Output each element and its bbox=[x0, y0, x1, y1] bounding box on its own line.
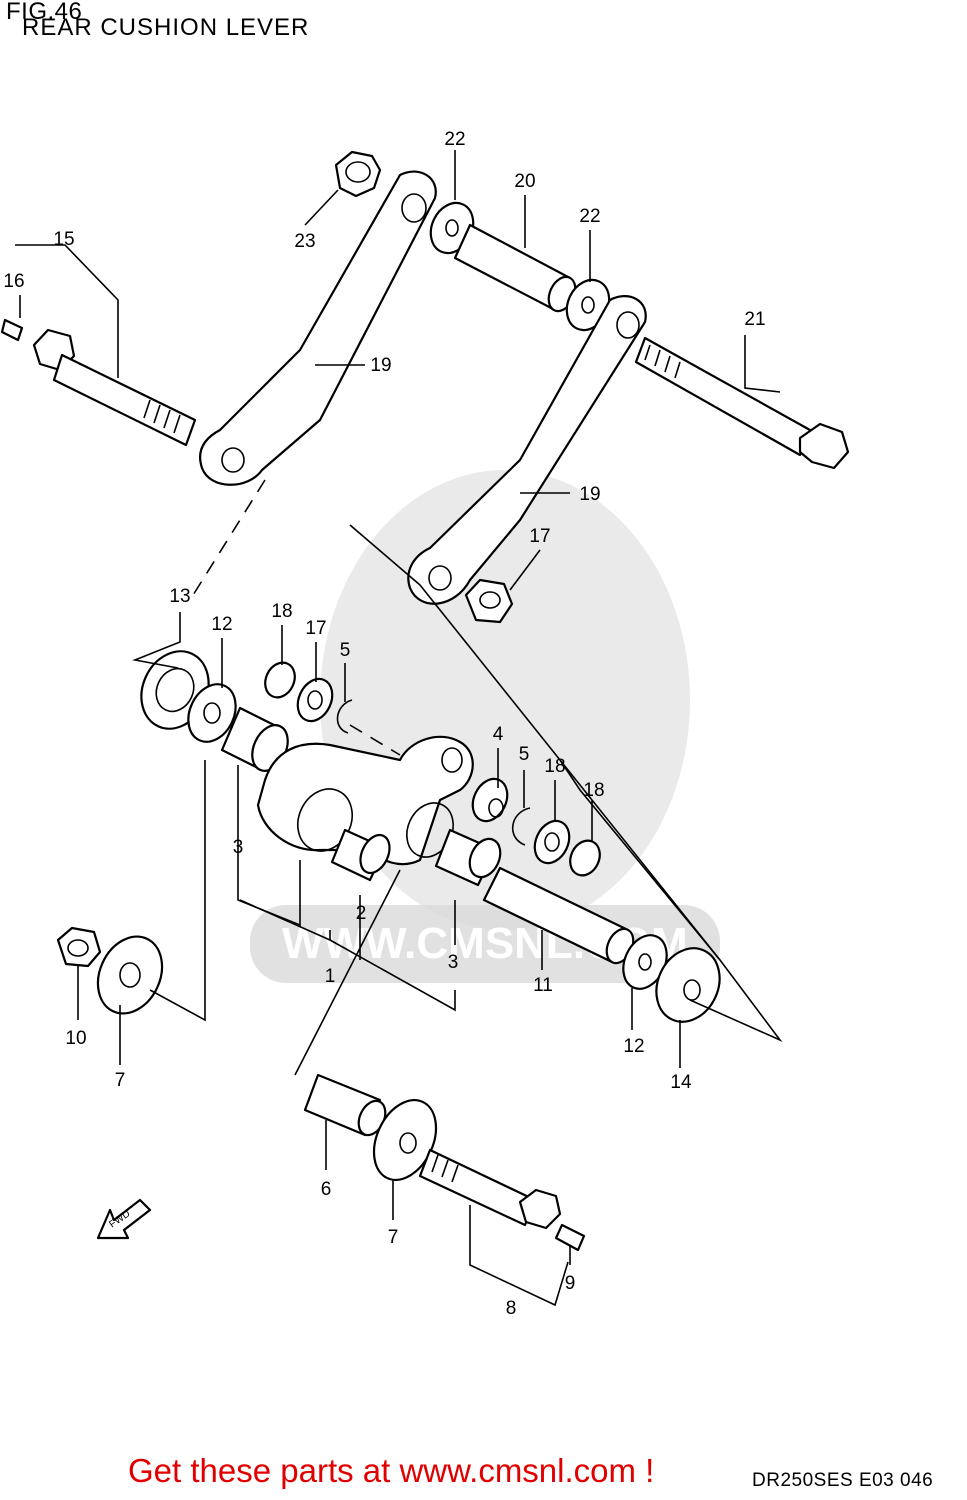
callout-23: 23 bbox=[294, 231, 315, 252]
callout-11: 11 bbox=[533, 975, 553, 996]
part-19-lower-rod bbox=[407, 295, 647, 605]
part-3-bearing-left bbox=[220, 706, 289, 772]
fwd-arrow-icon: FWD bbox=[96, 1198, 152, 1240]
callout-12a: 12 bbox=[211, 614, 232, 635]
part-14-bolt bbox=[32, 328, 197, 447]
callout-5b: 5 bbox=[519, 744, 530, 765]
callout-5a: 5 bbox=[340, 640, 351, 661]
callout-22b: 22 bbox=[579, 206, 600, 227]
callout-18b: 18 bbox=[583, 780, 604, 801]
part-12-washer-right bbox=[622, 934, 668, 990]
part-16-nut bbox=[464, 578, 514, 624]
callout-15: 16 bbox=[3, 271, 24, 292]
part-12-washer-left bbox=[187, 683, 237, 743]
callout-4: 4 bbox=[493, 724, 504, 745]
part-3-bearing-right bbox=[434, 828, 502, 887]
diagram-code: DR250SES E03 046 bbox=[752, 1470, 934, 1491]
callout-18a: 18 bbox=[271, 601, 292, 622]
callout-6: 6 bbox=[321, 1179, 332, 1200]
callout-21: 21 bbox=[744, 309, 765, 330]
callout-7a: 7 bbox=[115, 1070, 126, 1091]
callout-13b: 14 bbox=[670, 1072, 692, 1093]
callout-numbers: 22 20 22 23 21 15 16 19 19 17 13 12 18 1… bbox=[3, 129, 765, 1319]
figure-number: FIG.46 bbox=[6, 0, 83, 25]
callout-22a: 22 bbox=[444, 129, 465, 150]
part-15-grease-nipple bbox=[0, 318, 24, 342]
callout-12b: 12 bbox=[623, 1036, 644, 1057]
part-5-circlip-left bbox=[336, 699, 353, 734]
callout-14: 15 bbox=[53, 229, 74, 250]
callout-9: 9 bbox=[565, 1273, 576, 1294]
callout-16: 17 bbox=[529, 526, 550, 547]
callout-19a: 19 bbox=[370, 355, 391, 376]
callout-7b: 7 bbox=[388, 1227, 399, 1248]
part-2-bearing bbox=[330, 828, 391, 882]
callout-3a: 3 bbox=[233, 837, 244, 858]
part-21-bolt bbox=[634, 336, 850, 470]
part-9-grease-nipple bbox=[554, 1223, 586, 1252]
part-6-collar bbox=[303, 1073, 387, 1137]
part-13-seal-right bbox=[655, 947, 721, 1023]
part-17-seal-right bbox=[533, 819, 571, 865]
part-8-bolt bbox=[418, 1148, 562, 1230]
part-19-upper-rod bbox=[199, 170, 437, 486]
callout-19b: 19 bbox=[579, 484, 600, 505]
callout-8: 8 bbox=[506, 1298, 517, 1319]
part-23-nut bbox=[334, 150, 382, 198]
leader-lines bbox=[15, 150, 783, 1307]
part-20-sleeve bbox=[453, 223, 577, 313]
callout-20: 20 bbox=[514, 171, 535, 192]
callout-10: 10 bbox=[65, 1028, 86, 1049]
part-17-seal-left bbox=[296, 677, 334, 723]
part-18-collar-left bbox=[264, 661, 296, 699]
callout-17a: 17 bbox=[305, 618, 326, 639]
footer-link-text[interactable]: Get these parts at www.cmsnl.com ! bbox=[128, 1452, 655, 1489]
callout-17b: 18 bbox=[544, 756, 565, 777]
callout-1: 1 bbox=[325, 966, 336, 987]
part-10-nut bbox=[56, 926, 102, 968]
part-4-collar bbox=[471, 777, 509, 823]
part-7-washer-left bbox=[96, 935, 164, 1015]
figure-title: REAR CUSHION LEVER bbox=[22, 14, 310, 41]
callout-13a: 13 bbox=[169, 586, 190, 607]
callout-3b: 3 bbox=[448, 952, 459, 973]
callout-2: 2 bbox=[356, 903, 367, 924]
part-5-circlip-right bbox=[511, 807, 531, 846]
